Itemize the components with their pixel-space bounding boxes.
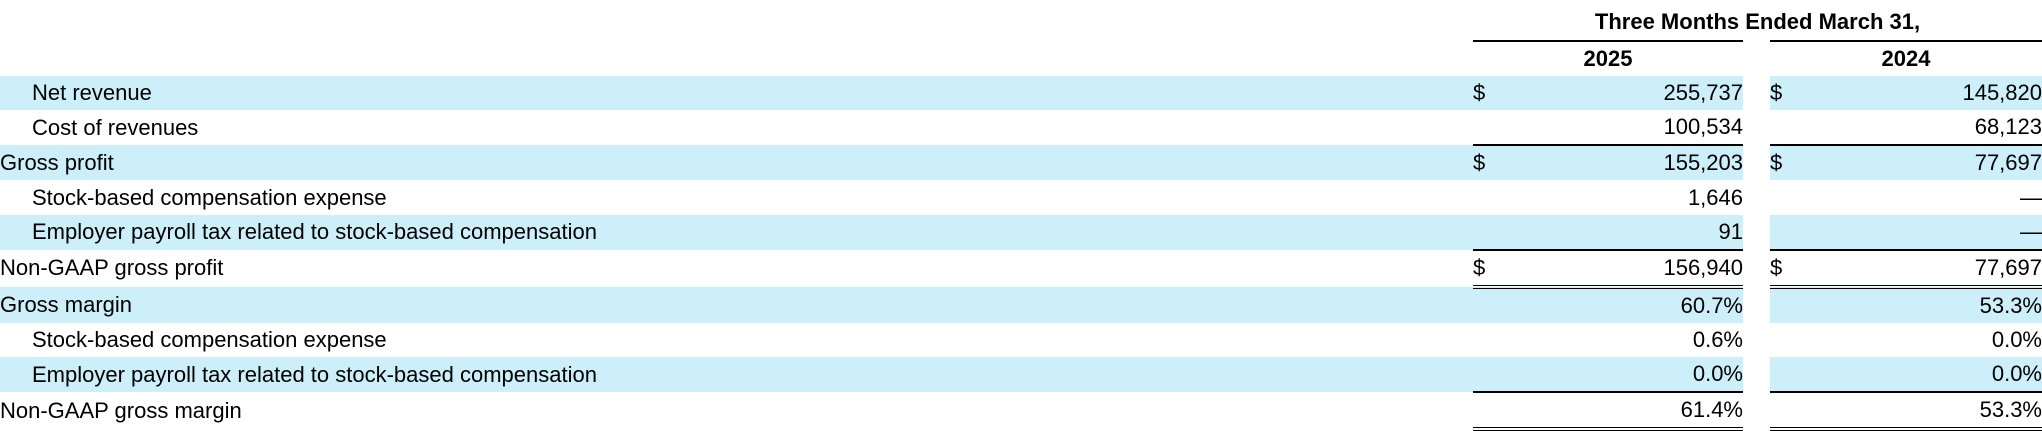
row-label: Employer payroll tax related to stock-ba… xyxy=(0,357,1473,393)
currency-symbol xyxy=(1770,214,1840,250)
table-row: Non-GAAP gross margin 61.4% 53.3% xyxy=(0,391,2042,431)
table-row: Employer payroll tax related to stock-ba… xyxy=(0,357,2042,393)
value-2025: 155,203 xyxy=(1543,144,1743,181)
row-label: Gross margin xyxy=(0,286,1473,323)
value-2024: 77,697 xyxy=(1840,144,2042,181)
currency-symbol xyxy=(1770,323,1840,357)
value-2025: 61.4% xyxy=(1543,391,1743,431)
currency-symbol xyxy=(1473,214,1543,250)
currency-symbol: $ xyxy=(1473,144,1543,181)
value-2025: 60.7% xyxy=(1543,286,1743,323)
period-header: Three Months Ended March 31, xyxy=(1594,9,1921,34)
gross-profit-table: Net revenue $ 255,737 $ 145,820 Cost of … xyxy=(0,76,2042,431)
value-2025: 0.0% xyxy=(1543,357,1743,393)
currency-symbol xyxy=(1770,357,1840,393)
value-2024: 0.0% xyxy=(1840,357,2042,393)
value-2025: 1,646 xyxy=(1687,184,1743,210)
value-2025: 0.6% xyxy=(1692,326,1743,352)
year-header-2025: 2025 xyxy=(1473,40,1743,76)
year-header-2024: 2024 xyxy=(1770,40,2042,76)
table-row: Stock-based compensation expense 0.6% 0.… xyxy=(0,322,2042,358)
currency-symbol: $ xyxy=(1473,76,1543,111)
currency-symbol: $ xyxy=(1770,248,1840,289)
table-row: Non-GAAP gross profit $ 156,940 $ 77,697 xyxy=(0,248,2042,289)
row-label: Stock-based compensation expense xyxy=(32,184,387,210)
row-label: Cost of revenues xyxy=(32,114,199,140)
value-2024: — xyxy=(2020,184,2042,210)
currency-symbol xyxy=(1473,323,1543,357)
value-2025: 156,940 xyxy=(1543,248,1743,289)
value-2024: — xyxy=(1840,214,2042,250)
table-row: Net revenue $ 255,737 $ 145,820 xyxy=(0,76,2042,111)
row-label: Net revenue xyxy=(0,76,1473,111)
row-label: Gross profit xyxy=(0,145,1473,181)
row-label: Employer payroll tax related to stock-ba… xyxy=(0,214,1473,250)
row-label: Non-GAAP gross margin xyxy=(0,397,242,423)
value-2025: 91 xyxy=(1543,214,1743,250)
currency-symbol: $ xyxy=(1473,248,1543,289)
value-2024: 0.0% xyxy=(1991,326,2042,352)
currency-symbol xyxy=(1770,180,1840,214)
value-2025: 255,737 xyxy=(1543,76,1743,111)
table-row: Employer payroll tax related to stock-ba… xyxy=(0,214,2042,250)
currency-symbol: $ xyxy=(1770,144,1840,181)
currency-symbol xyxy=(1473,391,1543,431)
table-row: Cost of revenues 100,534 68,123 xyxy=(0,110,2042,146)
row-label: Non-GAAP gross profit xyxy=(0,255,224,281)
value-2024: 68,123 xyxy=(1974,114,2042,140)
currency-symbol: $ xyxy=(1770,76,1840,111)
currency-symbol xyxy=(1770,286,1840,323)
value-2024: 53.3% xyxy=(1840,286,2042,323)
value-2024: 77,697 xyxy=(1840,248,2042,289)
currency-symbol xyxy=(1473,357,1543,393)
currency-symbol xyxy=(1473,180,1543,214)
table-row: Gross margin 60.7% 53.3% xyxy=(0,286,2042,323)
row-label: Stock-based compensation expense xyxy=(32,326,387,352)
value-2024: 53.3% xyxy=(1840,391,2042,431)
currency-symbol xyxy=(1770,391,1840,431)
currency-symbol xyxy=(1473,286,1543,323)
table-row: Stock-based compensation expense 1,646 — xyxy=(0,180,2042,215)
currency-symbol xyxy=(1473,110,1543,145)
value-2024: 145,820 xyxy=(1840,76,2042,111)
value-2025: 100,534 xyxy=(1663,114,1743,140)
currency-symbol xyxy=(1770,110,1840,145)
table-row: Gross profit $ 155,203 $ 77,697 xyxy=(0,144,2042,181)
